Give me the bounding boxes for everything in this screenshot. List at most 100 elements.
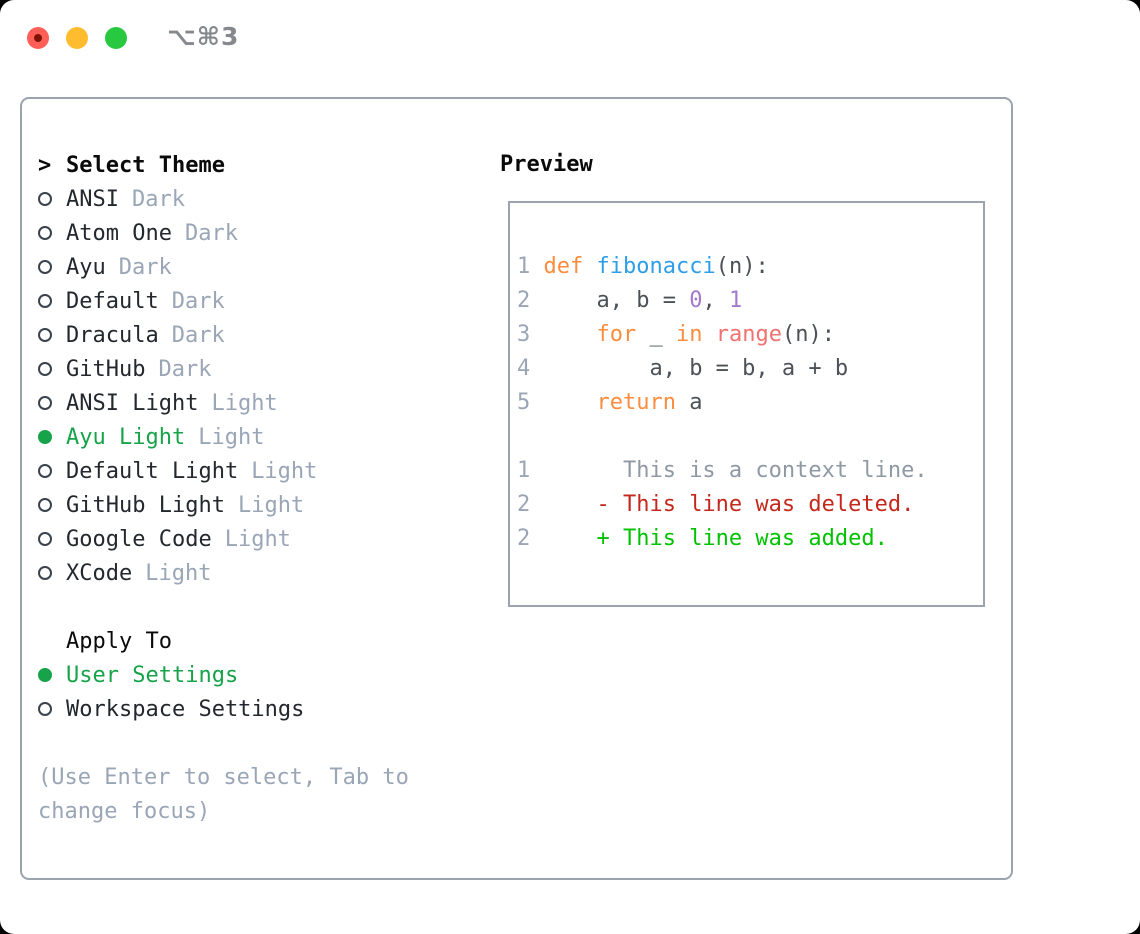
code-segment: a, b = xyxy=(530,288,690,313)
apply-option-user-settings[interactable]: User Settings xyxy=(38,658,409,692)
apply-to-header: Apply To xyxy=(66,628,172,654)
code-segment: + This line was added. xyxy=(530,526,888,551)
code-segment: range xyxy=(715,322,782,347)
option-label: User Settings xyxy=(66,662,239,688)
theme-item-default-light[interactable]: Default Light Light xyxy=(38,454,409,488)
code-segment: This is a context line. xyxy=(530,458,928,483)
hint-line-1: (Use Enter to select, Tab to xyxy=(38,764,409,790)
line-number: 1 xyxy=(517,254,531,279)
code-segment: fibonacci xyxy=(596,254,716,279)
code-segment xyxy=(530,254,543,279)
hint-line-2: change focus) xyxy=(38,798,211,824)
option-label: GitHub xyxy=(66,356,146,382)
apply-option-workspace-settings[interactable]: Workspace Settings xyxy=(38,692,409,726)
option-label: Atom One xyxy=(66,220,172,246)
code-segment: return xyxy=(596,390,676,415)
code-segment xyxy=(702,322,715,347)
line-number: 4 xyxy=(517,356,531,381)
option-label: Default xyxy=(66,288,159,314)
marker xyxy=(38,396,66,410)
code-line: 1 def fibonacci(n): xyxy=(517,250,983,284)
option-label: GitHub Light xyxy=(66,492,225,518)
line-number: 5 xyxy=(517,390,531,415)
prompt-icon: > xyxy=(38,152,52,178)
code-segment: 0 xyxy=(689,288,703,313)
option-label: Ayu Light xyxy=(66,424,186,450)
marker xyxy=(38,668,66,682)
code-line xyxy=(517,420,983,454)
marker xyxy=(38,430,66,444)
spacer xyxy=(38,726,409,760)
option-label: Workspace Settings xyxy=(66,696,305,722)
variant-label: Light xyxy=(237,492,305,518)
code-segment: in xyxy=(675,322,703,347)
option-label: Google Code xyxy=(66,526,212,552)
code-segment: , xyxy=(702,288,729,313)
radio-icon xyxy=(38,260,52,274)
theme-item-ansi[interactable]: ANSI Dark xyxy=(38,182,409,216)
line-number: 3 xyxy=(517,322,531,347)
marker xyxy=(38,702,66,716)
code-segment xyxy=(530,390,596,415)
option-label: ANSI Light xyxy=(66,390,199,416)
code-segment: a, b = b, a + b xyxy=(530,356,849,381)
line-number: 2 xyxy=(517,526,531,551)
variant-label: Light xyxy=(211,390,278,416)
code-line: 3 for _ in range(n): xyxy=(517,318,983,352)
code-line: 2 - This line was deleted. xyxy=(517,488,983,522)
theme-item-google-code[interactable]: Google Code Light xyxy=(38,522,409,556)
code-segment xyxy=(530,322,596,347)
line-number: 1 xyxy=(517,458,531,483)
option-label: Ayu xyxy=(66,254,106,280)
theme-item-github-light[interactable]: GitHub Light Light xyxy=(38,488,409,522)
code-segment: (n): xyxy=(781,322,835,347)
marker xyxy=(38,532,66,546)
spacer xyxy=(38,590,409,624)
code-segment: - This line was deleted. xyxy=(530,492,915,517)
variant-label: Light xyxy=(224,526,291,552)
radio-icon xyxy=(38,532,52,546)
window-shortcut-label: ⌥⌘3 xyxy=(167,22,240,51)
radio-icon xyxy=(38,702,52,716)
code-line: 4 a, b = b, a + b xyxy=(517,352,983,386)
line-number: 2 xyxy=(517,288,531,313)
option-label: Dracula xyxy=(66,322,159,348)
variant-label: Dark xyxy=(131,186,185,212)
theme-item-ansi-light[interactable]: ANSI Light Light xyxy=(38,386,409,420)
code-segment: 1 xyxy=(728,288,743,313)
theme-item-dracula[interactable]: Dracula Dark xyxy=(38,318,409,352)
variant-label: Light xyxy=(145,560,212,586)
option-label: ANSI xyxy=(66,186,119,212)
radio-icon xyxy=(38,294,52,308)
marker xyxy=(38,566,66,580)
variant-label: Dark xyxy=(171,322,225,348)
code-segment: def xyxy=(543,254,584,279)
radio-icon xyxy=(38,566,52,580)
code-line: 5 return a xyxy=(517,386,983,420)
close-button-dot-icon xyxy=(34,34,42,42)
radio-icon xyxy=(38,362,52,376)
zoom-button[interactable] xyxy=(105,27,127,49)
radio-selected-icon xyxy=(38,430,52,444)
preview-title: Preview xyxy=(500,152,593,177)
minimize-button[interactable] xyxy=(66,27,88,49)
radio-icon xyxy=(38,464,52,478)
code-segment: (n): xyxy=(715,254,769,279)
code-segment: for xyxy=(596,322,637,347)
code-segment: a xyxy=(675,390,703,415)
radio-icon xyxy=(38,396,52,410)
option-label: Default Light xyxy=(66,458,239,484)
close-button[interactable] xyxy=(27,27,49,49)
variant-label: Light xyxy=(251,458,318,484)
marker xyxy=(38,260,66,274)
